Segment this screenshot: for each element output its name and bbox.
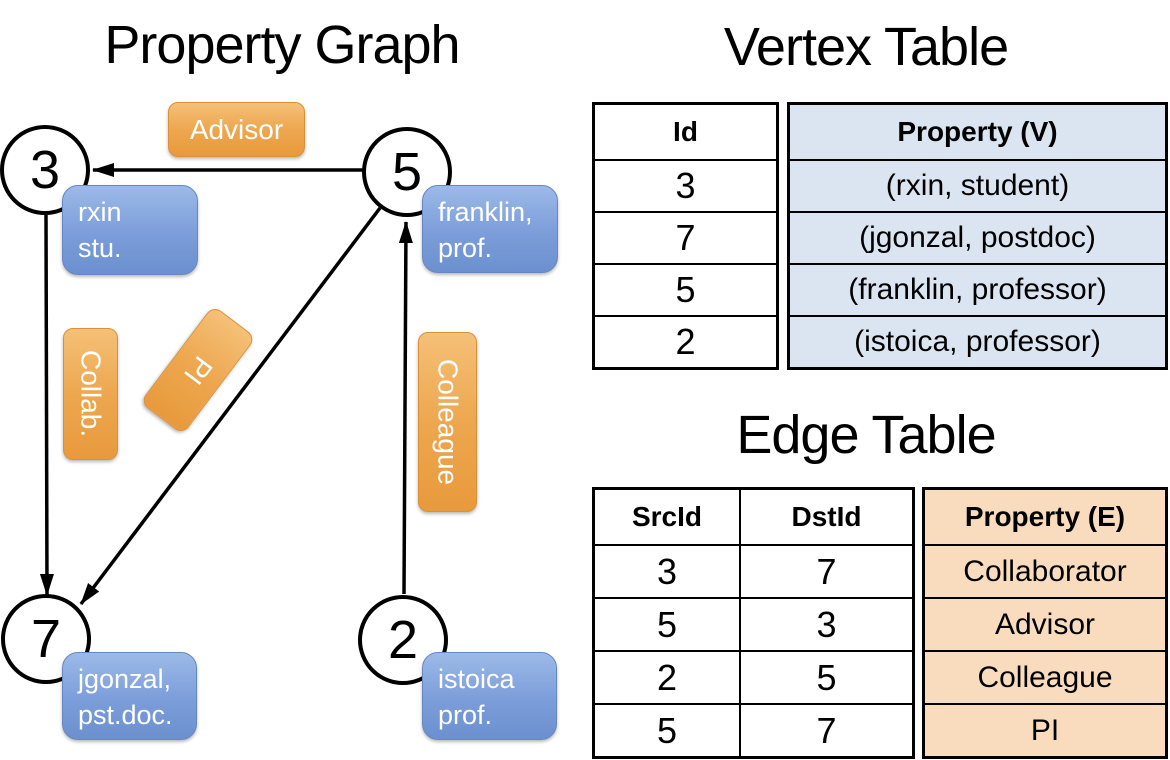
vertex-prop-line2: stu. [78, 232, 122, 263]
edge-label-colleague: Colleague [418, 332, 477, 512]
edge-table-title: Edge Table [736, 405, 996, 465]
edge-table-dstid-cell: 5 [741, 650, 912, 703]
edge-table-property-cell: Collaborator [925, 544, 1165, 597]
node-7-id: 7 [30, 609, 62, 669]
vertex-prop-line2: prof. [438, 699, 493, 730]
edge-table-srcid-cell: 5 [595, 597, 741, 650]
edge-table-dstid-header: DstId [791, 501, 862, 532]
edge-table-dstid-cell: 3 [741, 597, 912, 650]
edge-table-dstid-cell: 7 [741, 703, 912, 756]
vertex-property-box-franklin: franklin, prof. [422, 185, 558, 273]
vertex-table-id-cell: 7 [595, 211, 776, 263]
vertex-table-id-cell: 5 [595, 263, 776, 315]
vertex-table-property-column: Property (V) (rxin, student) (jgonzal, p… [787, 102, 1168, 370]
vertex-property-box-jgonzal: jgonzal, pst.doc. [62, 652, 197, 740]
graph-node-2: 2 [358, 595, 448, 685]
vertex-table-id-cell: 3 [595, 159, 776, 211]
edge-3-to-7-arrow [39, 214, 54, 596]
vertex-table-property-cell: (rxin, student) [790, 159, 1165, 211]
node-5-id: 5 [391, 142, 423, 202]
edge-label-collab: Collab. [63, 328, 118, 460]
node-2-id: 2 [387, 610, 419, 670]
vertex-prop-line1: istoica [438, 664, 515, 694]
edge-table-property-cell: PI [925, 703, 1165, 756]
vertex-property-box-rxin: rxin stu. [62, 185, 198, 275]
vertex-prop-line2: prof. [438, 232, 493, 263]
vertex-table-id-column: Id 3 7 5 2 [592, 102, 779, 370]
vertex-property-box-istoica: istoica prof. [422, 652, 557, 740]
vertex-table-property-header: Property (V) [897, 116, 1058, 147]
edge-table-dstid-cell: 7 [741, 544, 912, 597]
edge-table-srcid-cell: 2 [595, 650, 741, 703]
edge-2-to-5-arrow [398, 221, 413, 595]
edge-table-property-header: Property (E) [964, 501, 1126, 532]
vertex-table-property-cell: (jgonzal, postdoc) [790, 211, 1165, 263]
edge-label-advisor: Advisor [168, 102, 305, 157]
vertex-table-id-cell: 2 [595, 315, 776, 367]
vertex-prop-line1: rxin [78, 197, 122, 227]
vertex-prop-line1: franklin, [438, 197, 533, 227]
property-graph-title: Property Graph [104, 15, 460, 75]
vertex-prop-line2: pst.doc. [78, 699, 173, 730]
vertex-table-title: Vertex Table [723, 17, 1009, 77]
edge-table-property-cell: Advisor [925, 597, 1165, 650]
vertex-table-property-cell: (istoica, professor) [790, 315, 1165, 367]
vertex-prop-line1: jgonzal, [78, 664, 172, 694]
node-3-id: 3 [29, 140, 61, 200]
edge-table-srcid-cell: 5 [595, 703, 741, 756]
edge-table-property-cell: Colleague [925, 650, 1165, 703]
graph-node-5: 5 [362, 127, 452, 217]
edge-5-to-7-arrow [79, 206, 382, 606]
edge-table-srcid-cell: 3 [595, 544, 741, 597]
vertex-table-id-header: Id [673, 116, 698, 147]
edge-table-id-columns: SrcId 3 5 2 5 DstId 7 3 5 7 [592, 487, 915, 759]
graph-edges-canvas [39, 163, 413, 606]
vertex-table-property-cell: (franklin, professor) [790, 263, 1165, 315]
edge-table-srcid-header: SrcId [595, 490, 741, 544]
edge-table-property-column: Property (E) Collaborator Advisor Collea… [922, 487, 1168, 759]
